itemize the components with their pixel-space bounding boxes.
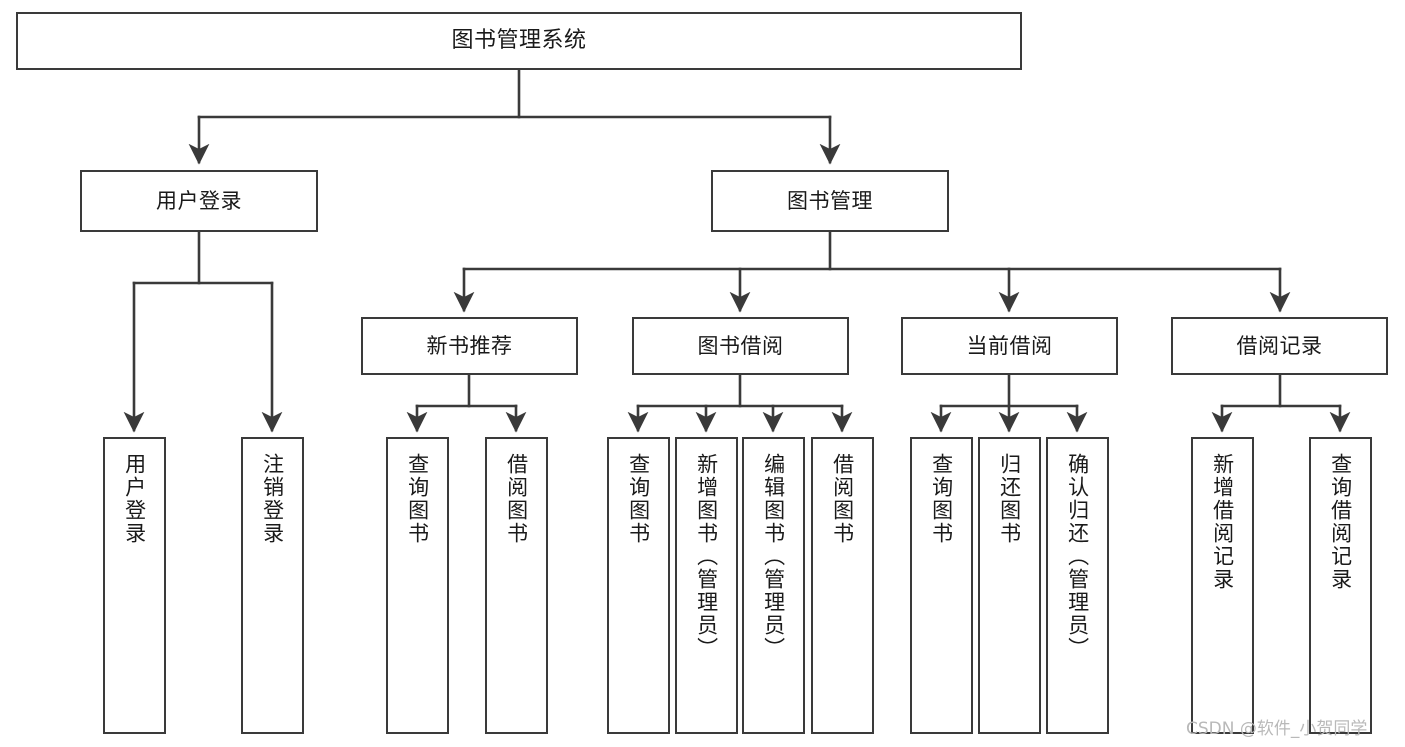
leaf-borrow-book-recommend[interactable]: 借阅图书 [485, 437, 548, 734]
node-label: 借阅图书 [830, 453, 855, 545]
leaf-add-borrow-record[interactable]: 新增借阅记录 [1191, 437, 1254, 734]
leaf-borrow-book[interactable]: 借阅图书 [811, 437, 874, 734]
node-book-management[interactable]: 图书管理 [711, 170, 949, 232]
node-label: 查询图书 [626, 453, 651, 545]
node-book-borrow[interactable]: 图书借阅 [632, 317, 849, 375]
node-label: 查询图书 [929, 453, 954, 545]
node-label: 借阅图书 [504, 453, 529, 545]
node-label: 用户登录 [156, 188, 242, 213]
node-label: 图书借阅 [697, 333, 784, 358]
leaf-add-book-admin[interactable]: 新增图书（管理员） [675, 437, 738, 734]
leaf-edit-book-admin[interactable]: 编辑图书（管理员） [742, 437, 805, 734]
node-label: 用户登录 [122, 453, 147, 545]
csdn-watermark: CSDN @软件_小贺同学 [1186, 719, 1368, 739]
node-label: 归还图书 [997, 453, 1022, 545]
node-current-borrow[interactable]: 当前借阅 [901, 317, 1118, 375]
node-borrow-records[interactable]: 借阅记录 [1171, 317, 1388, 375]
node-label: 查询借阅记录 [1328, 453, 1353, 591]
node-label: 图书管理系统 [451, 28, 587, 54]
node-label: 新书推荐 [426, 333, 513, 358]
node-label: 编辑图书（管理员） [761, 453, 786, 660]
node-label: 注销登录 [260, 453, 285, 545]
leaf-confirm-return-admin[interactable]: 确认归还（管理员） [1046, 437, 1109, 734]
node-label: 当前借阅 [966, 333, 1053, 358]
node-label: 确认归还（管理员） [1065, 453, 1090, 660]
node-root-system[interactable]: 图书管理系统 [16, 12, 1022, 70]
node-label: 查询图书 [405, 453, 430, 545]
node-label: 借阅记录 [1236, 333, 1323, 358]
leaf-return-book[interactable]: 归还图书 [978, 437, 1041, 734]
leaf-query-borrow-record[interactable]: 查询借阅记录 [1309, 437, 1372, 734]
leaf-query-book-recommend[interactable]: 查询图书 [386, 437, 449, 734]
leaf-query-book-current[interactable]: 查询图书 [910, 437, 973, 734]
leaf-user-login[interactable]: 用户登录 [103, 437, 166, 734]
node-label: 图书管理 [787, 188, 873, 213]
node-label: 新增图书（管理员） [694, 453, 719, 660]
node-new-book-recommend[interactable]: 新书推荐 [361, 317, 578, 375]
node-user-login[interactable]: 用户登录 [80, 170, 318, 232]
node-label: 新增借阅记录 [1210, 453, 1235, 591]
leaf-query-book-borrow[interactable]: 查询图书 [607, 437, 670, 734]
leaf-logout[interactable]: 注销登录 [241, 437, 304, 734]
